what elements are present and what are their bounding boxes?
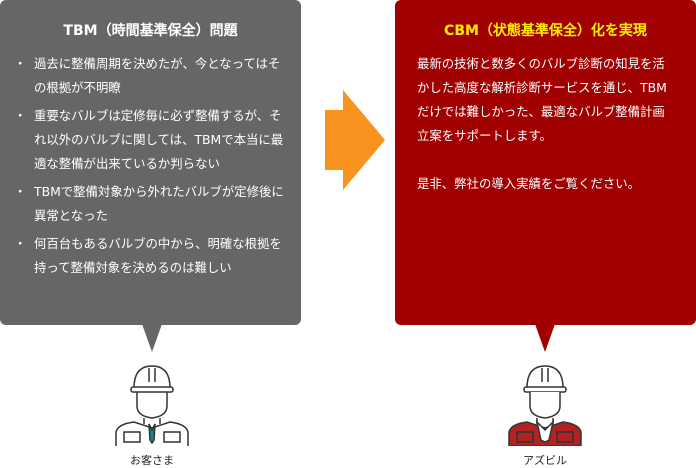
list-item: 過去に整備周期を決めたが、今となってはその根拠が不明瞭 (14, 52, 287, 100)
cbm-cta-text: 是非、弊社の導入実績をご覧ください。 (417, 176, 641, 191)
arrow-right-icon (325, 90, 385, 190)
tbm-title: TBM（時間基準保全）問題 (63, 23, 238, 39)
cbm-description: 最新の技術と数多くのバルブ診断の知見を活かした高度な解析診断サービスを通じ、TB… (417, 56, 667, 143)
cbm-solution-box: CBM（状態基準保全）化を実現 最新の技術と数多くのバルブ診断の知見を活かした高… (395, 0, 696, 325)
list-item: TBMで整備対象から外れたバルブが定修後に異常となった (14, 180, 287, 228)
list-item: 何百台もあるバルブの中から、明確な根拠を持って整備対象を決めるのは難しい (14, 232, 287, 280)
tbm-problem-list: 過去に整備周期を決めたが、今となってはその根拠が不明瞭 重要なバルブは定修毎に必… (0, 52, 301, 280)
list-item: 重要なバルブは定修毎に必ず整備するが、それ以外のバルブに関しては、TBMで本当に… (14, 104, 287, 176)
azbil-worker-icon (508, 365, 582, 446)
left-speech-tail (142, 324, 162, 352)
customer-label: お客さま (130, 454, 174, 467)
tbm-problem-box: TBM（時間基準保全）問題 過去に整備周期を決めたが、今となってはその根拠が不明… (0, 0, 301, 325)
customer-worker-icon (115, 365, 189, 446)
cbm-title: CBM（状態基準保全）化を実現 (444, 23, 647, 39)
azbil-label: アズビル (523, 454, 567, 467)
right-speech-tail (535, 324, 555, 352)
